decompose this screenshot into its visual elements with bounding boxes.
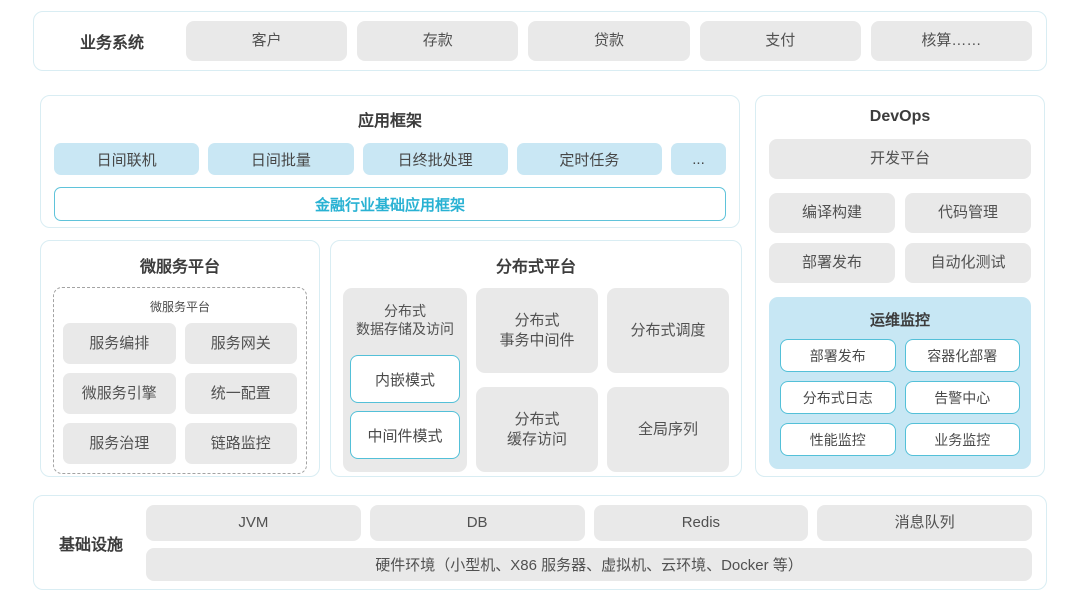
storage-mode-middleware: 中间件模式 [350, 411, 460, 460]
devops-dev-platform: 开发平台 [769, 139, 1031, 179]
infrastructure-label: 基础设施 [58, 536, 123, 554]
microservice-inner-title: 微服务平台 [149, 300, 210, 314]
distributed-grid: 分布式 数据存储及访问 内嵌模式 中间件模式 分布式 事务中间件 分布式 缓存访… [343, 288, 729, 472]
devops-item-auto-test: 自动化测试 [905, 243, 1031, 283]
business-item-payment: 支付 [699, 21, 861, 61]
distributed-storage-box: 分布式 数据存储及访问 内嵌模式 中间件模式 [343, 288, 467, 472]
app-framework-item-eod-batch: 日终批处理 [362, 143, 508, 175]
infrastructure-section: 基础设施 JVM DB Redis 消息队列 硬件环境（小型机、X86 服务器、… [33, 495, 1047, 590]
business-item-accounting: 核算…… [870, 21, 1033, 61]
monitor-item-alert-center: 告警中心 [904, 381, 1020, 414]
devops-item-deploy: 部署发布 [769, 243, 895, 283]
microservice-item-tracing: 链路监控 [184, 423, 297, 464]
app-framework-item-scheduled-task: 定时任务 [516, 143, 662, 175]
microservice-inner-box: 微服务平台 服务编排 服务网关 微服务引擎 统一配置 服务治理 链路监控 [53, 287, 307, 474]
distributed-column-2: 分布式 事务中间件 分布式 缓存访问 [476, 288, 598, 472]
distributed-storage-title: 分布式 数据存储及访问 [356, 303, 454, 338]
global-sequence: 全局序列 [607, 387, 729, 472]
distributed-platform-section: 分布式平台 分布式 数据存储及访问 内嵌模式 中间件模式 分布式 事务中间件 分… [330, 240, 742, 477]
monitor-item-distributed-log: 分布式日志 [780, 381, 896, 414]
app-framework-item-daytime-online: 日间联机 [54, 143, 200, 175]
microservice-item-config: 统一配置 [184, 373, 297, 414]
storage-mode-embedded: 内嵌模式 [350, 355, 460, 404]
distributed-platform-title: 分布式平台 [495, 259, 576, 276]
devops-title: DevOps [869, 108, 931, 125]
microservice-platform-section: 微服务平台 微服务平台 服务编排 服务网关 微服务引擎 统一配置 服务治理 链路… [40, 240, 320, 477]
app-framework-item-daytime-batch: 日间批量 [208, 143, 354, 175]
monitor-item-deploy: 部署发布 [780, 339, 896, 372]
devops-section: DevOps 开发平台 编译构建 代码管理 部署发布 自动化测试 运维监控 部署… [755, 95, 1045, 477]
infra-item-db: DB [369, 504, 585, 541]
microservice-item-engine: 微服务引擎 [63, 373, 176, 414]
distributed-column-3: 分布式调度 全局序列 [607, 288, 729, 472]
infrastructure-row: JVM DB Redis 消息队列 [146, 504, 1032, 541]
microservice-platform-title: 微服务平台 [139, 259, 220, 276]
microservice-item-orchestration: 服务编排 [63, 323, 176, 364]
microservice-grid: 服务编排 服务网关 微服务引擎 统一配置 服务治理 链路监控 [63, 323, 297, 464]
distributed-transaction-middleware: 分布式 事务中间件 [476, 288, 598, 373]
business-item-loan: 贷款 [528, 21, 690, 61]
hardware-environment-bar: 硬件环境（小型机、X86 服务器、虚拟机、云环境、Docker 等） [146, 547, 1032, 581]
app-framework-section: 应用框架 日间联机 日间批量 日终批处理 定时任务 ... 金融行业基础应用框架 [40, 95, 740, 228]
business-systems-label: 业务系统 [79, 35, 144, 52]
monitor-item-performance: 性能监控 [780, 423, 896, 456]
distributed-scheduling: 分布式调度 [607, 288, 729, 373]
app-framework-items-row: 日间联机 日间批量 日终批处理 定时任务 ... [54, 143, 726, 175]
monitor-item-container-deploy: 容器化部署 [904, 339, 1020, 372]
devops-item-code-mgmt: 代码管理 [905, 193, 1031, 233]
devops-item-build: 编译构建 [769, 193, 895, 233]
business-systems-section: 业务系统 客户 存款 贷款 支付 核算…… [33, 11, 1047, 71]
business-item-customer: 客户 [186, 21, 348, 61]
app-framework-item-more: ... [671, 143, 726, 175]
devops-grid: 编译构建 代码管理 部署发布 自动化测试 [769, 193, 1031, 283]
infra-item-mq: 消息队列 [817, 504, 1032, 541]
monitor-item-business: 业务监控 [904, 423, 1020, 456]
business-item-deposit: 存款 [357, 21, 519, 61]
infra-item-redis: Redis [593, 504, 809, 541]
ops-monitoring-title: 运维监控 [869, 312, 930, 329]
financial-base-framework-label: 金融行业基础应用框架 [314, 196, 465, 214]
financial-base-framework-bar: 金融行业基础应用框架 [54, 187, 726, 221]
ops-monitoring-panel: 运维监控 部署发布 容器化部署 分布式日志 告警中心 性能监控 业务监控 [769, 297, 1031, 469]
infrastructure-stack: JVM DB Redis 消息队列 硬件环境（小型机、X86 服务器、虚拟机、云… [146, 504, 1032, 581]
infra-item-jvm: JVM [146, 504, 361, 541]
microservice-item-gateway: 服务网关 [184, 323, 297, 364]
distributed-cache-access: 分布式 缓存访问 [476, 387, 598, 472]
ops-monitoring-grid: 部署发布 容器化部署 分布式日志 告警中心 性能监控 业务监控 [780, 339, 1020, 456]
app-framework-title: 应用框架 [357, 113, 422, 130]
microservice-item-governance: 服务治理 [63, 423, 176, 464]
